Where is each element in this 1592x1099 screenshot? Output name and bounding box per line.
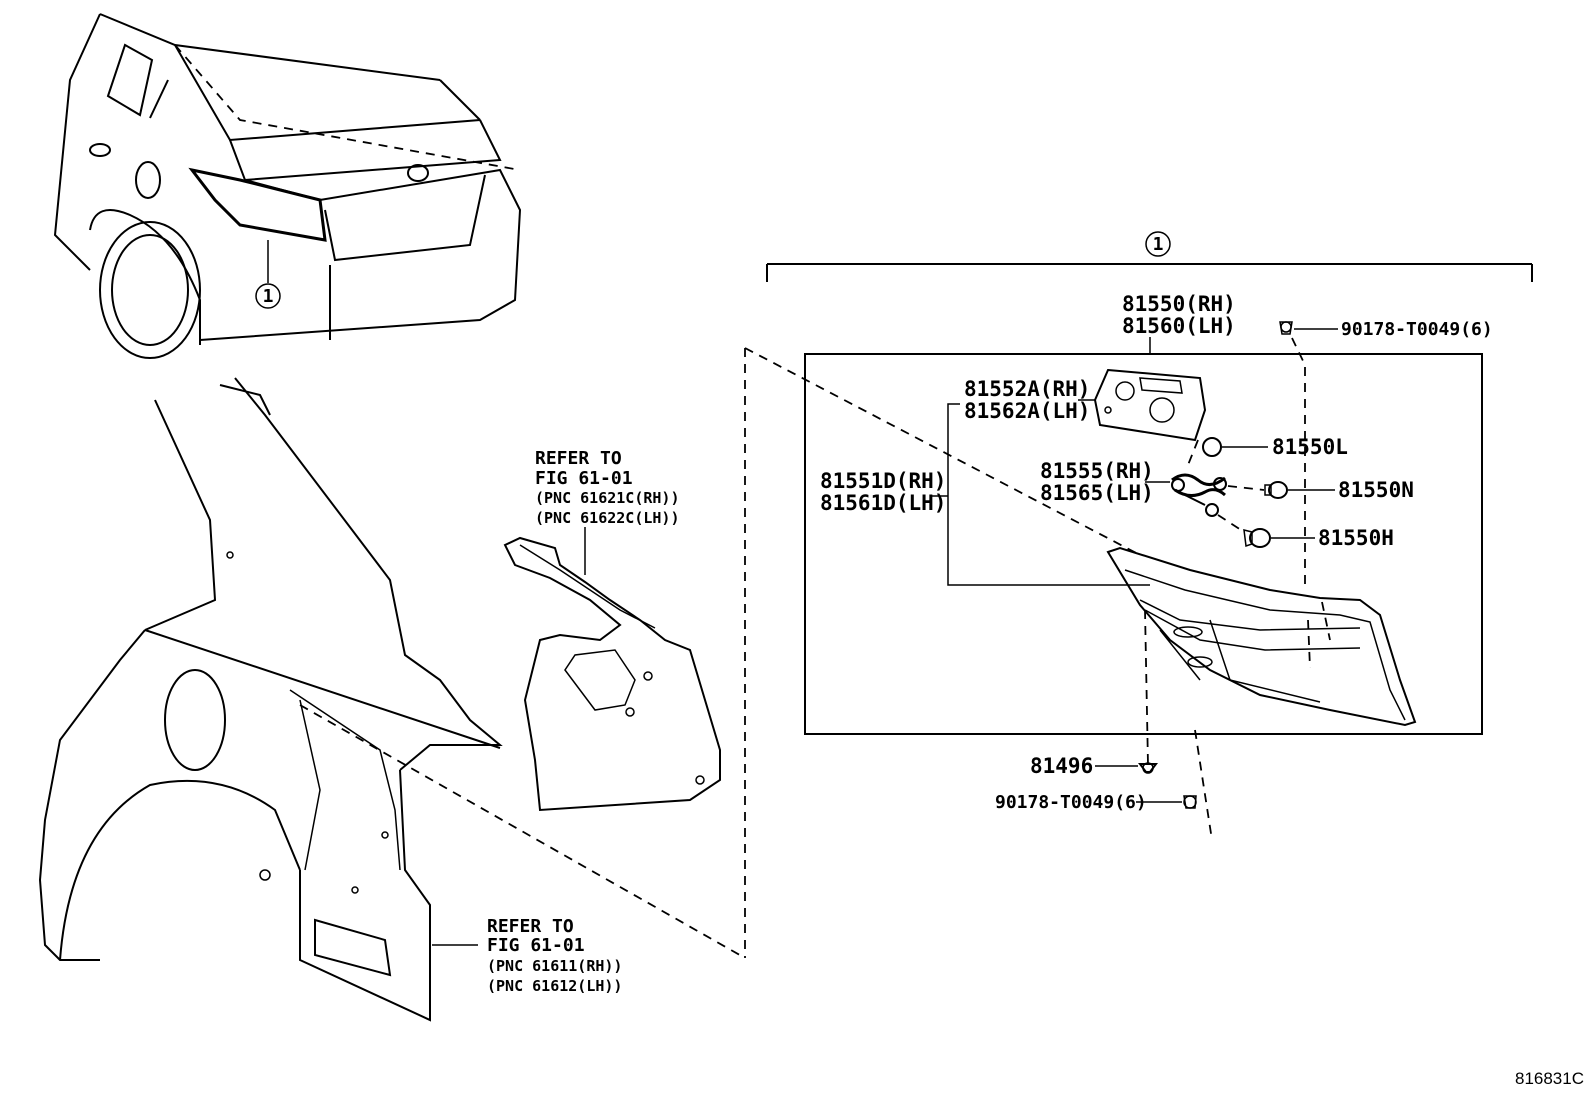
lens-leader-bracket <box>947 403 1150 586</box>
reference-liner-line2: FIG 61-01 <box>535 468 633 489</box>
assembly-bracket: 1 <box>766 231 1533 282</box>
bulb-n-icon <box>1264 481 1288 499</box>
assembly-frame <box>804 353 1483 735</box>
quarter-panel-illustration <box>38 377 503 1022</box>
projection-line-lower <box>299 704 746 959</box>
bulb-l-icon <box>1202 437 1222 457</box>
label-gasket-rh: 81552A(RH) <box>964 377 1090 401</box>
reference-panel-line2: FIG 61-01 <box>487 935 585 956</box>
reference-note-liner: REFER TO FIG 61-01 (PNC 61621C(RH)) (PNC… <box>535 448 680 527</box>
diagram-code: 816831C <box>1514 1069 1584 1088</box>
bulb-h-icon <box>1243 528 1271 548</box>
car-callout-1: 1 <box>255 283 281 309</box>
label-socket-rh: 81555(RH) <box>1040 459 1154 483</box>
screw-top <box>1279 321 1293 335</box>
gasket-illustration <box>1093 368 1207 442</box>
label-socket-lh: 81565(LH) <box>1040 481 1154 505</box>
label-bulb-h: 81550H <box>1318 526 1394 550</box>
reference-liner-line1: REFER TO <box>535 448 622 469</box>
inner-liner-illustration <box>503 527 721 812</box>
reference-panel-line4: (PNC 61612(LH)) <box>487 977 622 995</box>
clip-icon <box>1138 762 1158 774</box>
label-lamp-assy-lh: 81560(LH) <box>1122 314 1236 338</box>
label-screw-top: 90178-T0049(6) <box>1341 319 1493 340</box>
label-gasket-lh: 81562A(LH) <box>964 399 1090 423</box>
car-callout-number: 1 <box>263 286 274 307</box>
label-lens-lh: 81561D(LH) <box>820 491 946 515</box>
label-bulb-n: 81550N <box>1338 478 1414 502</box>
tail-lamp-lens-illustration <box>1106 546 1417 727</box>
label-lens-rh: 81551D(RH) <box>820 469 946 493</box>
label-screw-bottom: 90178-T0049(6) <box>995 792 1147 813</box>
label-lamp-assy-rh: 81550(RH) <box>1122 292 1236 316</box>
reference-note-panel: REFER TO FIG 61-01 (PNC 61611(RH)) (PNC … <box>487 916 622 995</box>
reference-panel-line3: (PNC 61611(RH)) <box>487 957 622 975</box>
car-rear-illustration <box>53 13 522 359</box>
assembly-callout-number: 1 <box>1153 234 1164 255</box>
label-bulb-l: 81550L <box>1272 435 1348 459</box>
projection-line-upper <box>744 347 1141 556</box>
reference-panel-line1: REFER TO <box>487 916 574 937</box>
label-clip: 81496 <box>1030 754 1093 778</box>
reference-liner-line4: (PNC 61622C(LH)) <box>535 509 680 527</box>
reference-liner-line3: (PNC 61621C(RH)) <box>535 489 680 507</box>
screw-bottom <box>1183 795 1197 809</box>
socket-wire-illustration <box>1171 473 1227 517</box>
